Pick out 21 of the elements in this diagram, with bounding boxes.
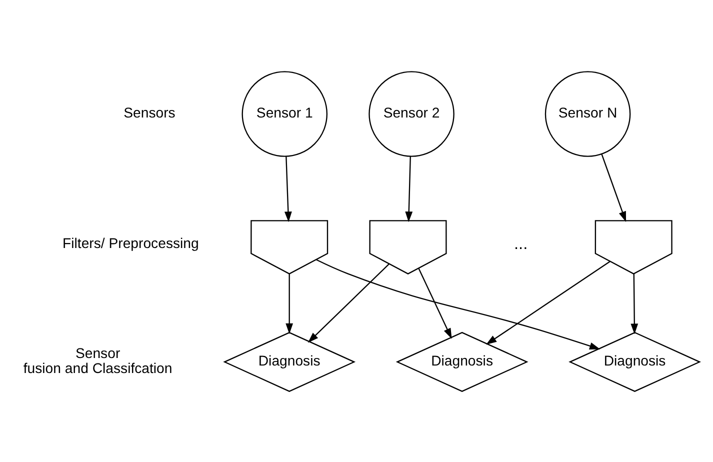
arrow: [418, 268, 452, 338]
label: ...: [514, 234, 528, 252]
arrow: [486, 260, 610, 344]
arrow: [308, 263, 390, 342]
node-circle: Sensor N: [544, 70, 631, 156]
arrow: [284, 156, 292, 222]
label: Sensor fusion and Classifcation: [23, 344, 172, 376]
node-pentagon: [250, 220, 328, 274]
node-circle: Sensor 1: [242, 70, 328, 156]
node-diamond: Diagnosis: [568, 331, 701, 392]
arrow: [601, 154, 626, 222]
arrow: [316, 258, 600, 350]
arrow: [405, 156, 413, 222]
node-pentagon: [594, 220, 672, 274]
arrow: [630, 273, 638, 334]
node-circle: Sensor 2: [368, 70, 454, 156]
node-diamond: Diagnosis: [396, 331, 528, 392]
arrow: [286, 274, 294, 334]
node-pentagon: [369, 220, 447, 274]
label: Sensors: [124, 104, 176, 120]
label: Filters/ Preprocessing: [62, 234, 199, 251]
